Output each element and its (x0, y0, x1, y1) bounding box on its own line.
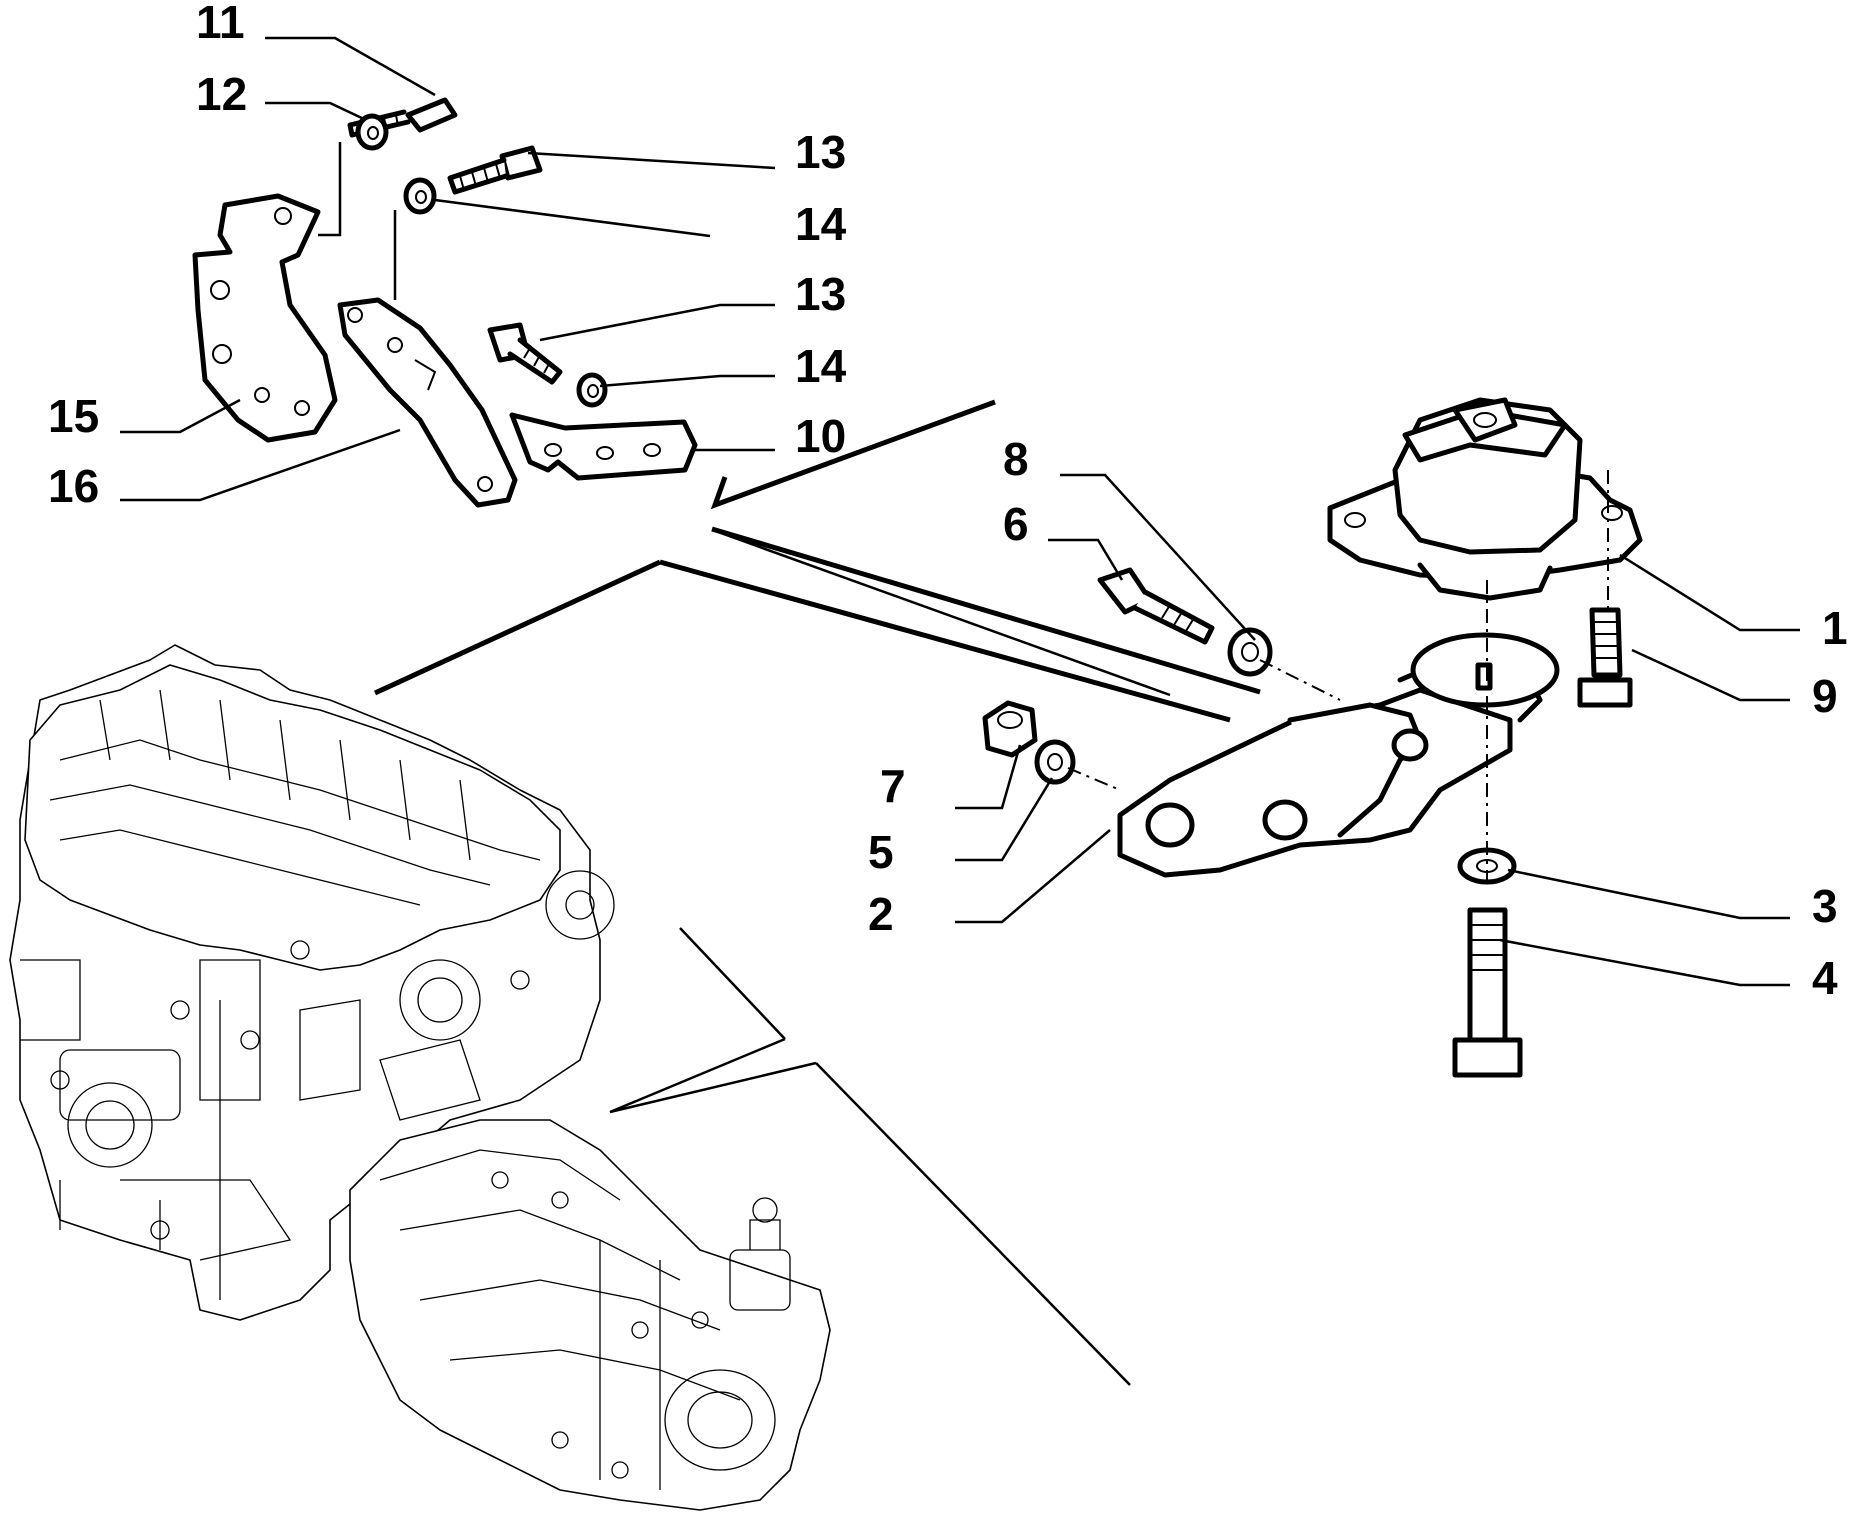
leader-lines-upper (120, 36, 776, 502)
assembly-axis-lines (1067, 470, 1609, 880)
washer-14-upper (403, 177, 437, 215)
support-bracket-2 (1117, 632, 1560, 878)
bolt-13-lower (487, 322, 563, 385)
engine-gearbox-assembly (9, 644, 831, 1511)
callout-4: 4 (1812, 952, 1838, 1004)
callout-7: 7 (880, 760, 906, 812)
callout-16: 16 (48, 460, 99, 512)
callout-labels: 11 12 13 14 13 14 15 10 16 8 6 1 9 7 5 2… (48, 0, 1848, 1004)
washer-5 (1034, 739, 1076, 785)
bolt-4 (1452, 907, 1523, 1078)
bracket-15-holes (210, 207, 310, 416)
washer-14-lower (576, 372, 608, 408)
callout-2: 2 (868, 888, 894, 940)
callout-9: 9 (1812, 670, 1838, 722)
callout-14: 14 (795, 340, 847, 392)
callout-3: 3 (1812, 880, 1838, 932)
callout-1: 1 (1822, 602, 1848, 654)
bolt-9 (1577, 607, 1633, 708)
callout-12: 12 (196, 68, 247, 120)
engine-mount-1 (1327, 397, 1643, 601)
bracket-15 (192, 193, 338, 443)
nut-7 (982, 700, 1038, 758)
bolt-13-upper (447, 145, 543, 195)
callout-13: 13 (795, 268, 846, 320)
washer-12 (355, 113, 389, 151)
washer-8 (1227, 627, 1273, 677)
callout-6: 6 (1003, 498, 1029, 550)
callout-11: 11 (196, 0, 245, 48)
bolt-6 (1097, 567, 1215, 645)
callout-14: 14 (795, 198, 847, 250)
bracket-10-holes (544, 443, 661, 460)
detail-pointer-lines (373, 399, 1261, 1386)
bracket-16 (337, 297, 518, 508)
callout-8: 8 (1003, 433, 1029, 485)
callout-15: 15 (48, 390, 99, 442)
callout-13: 13 (795, 126, 846, 178)
bracket-16-holes (347, 307, 493, 492)
leader-lines-lower (955, 473, 1800, 987)
callout-10: 10 (795, 410, 846, 462)
callout-5: 5 (868, 826, 894, 878)
